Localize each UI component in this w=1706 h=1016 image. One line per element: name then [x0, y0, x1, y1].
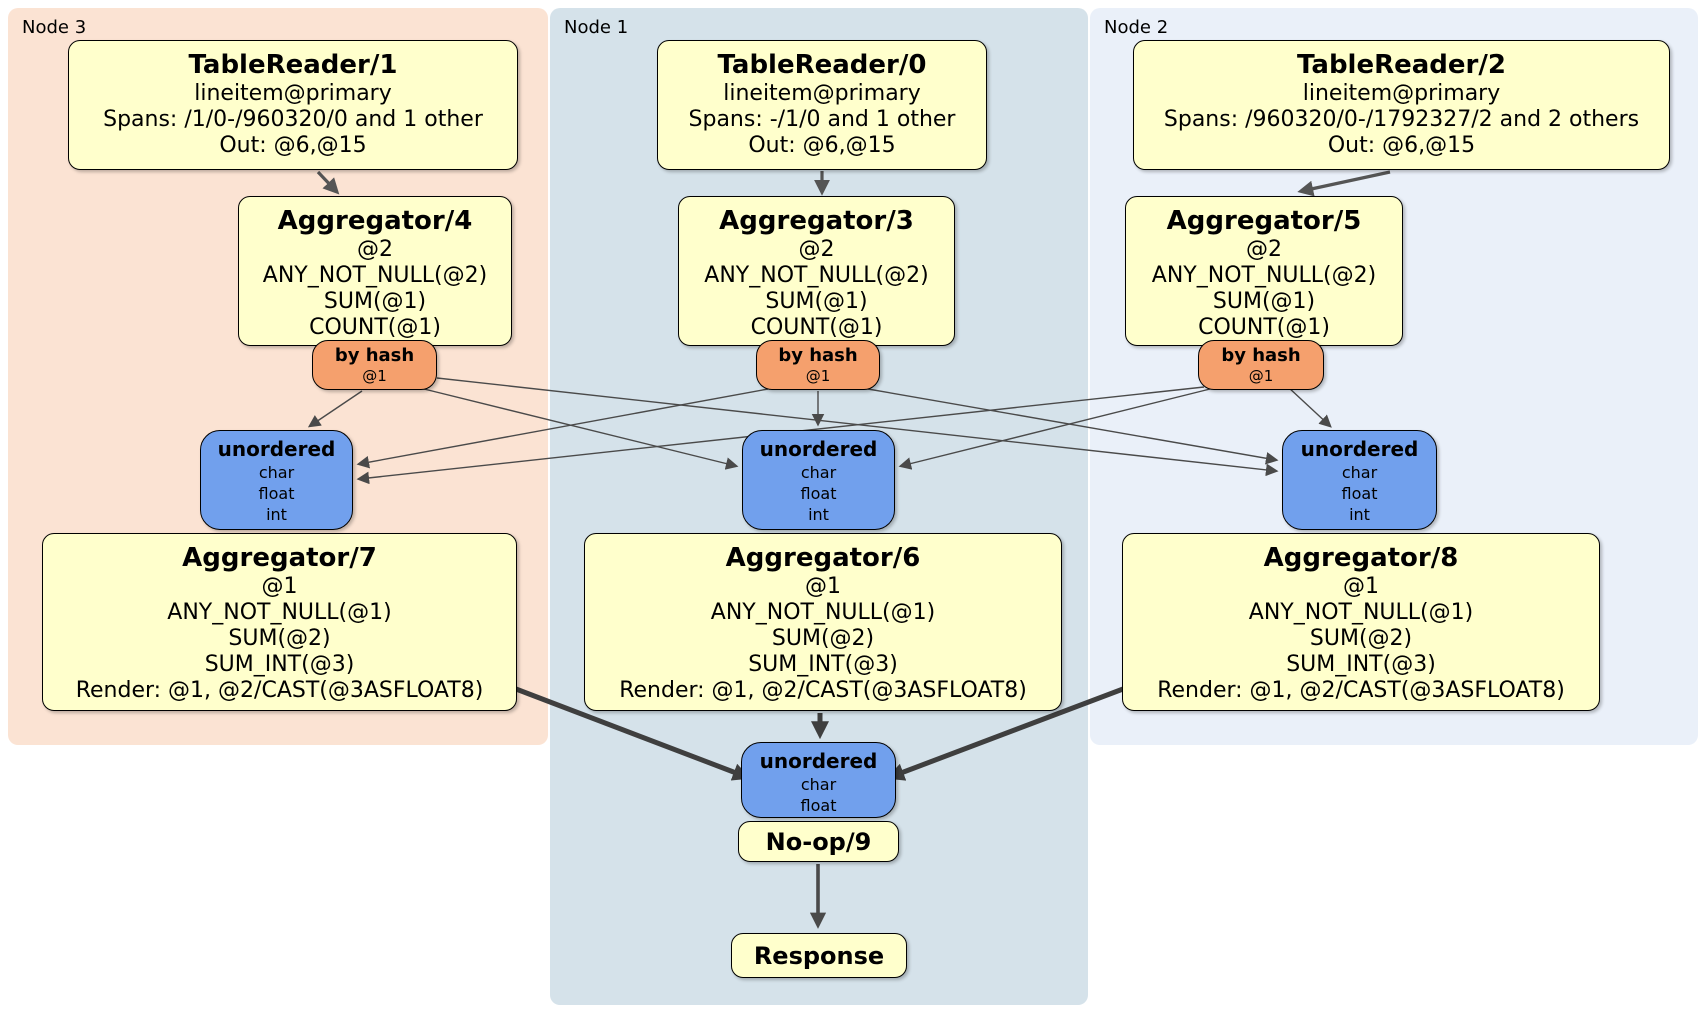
box-title-aggregator-7: Aggregator/7: [182, 543, 377, 573]
box-noop-9: No-op/9: [738, 821, 899, 862]
box-detail-line: COUNT(@1): [1198, 315, 1330, 340]
edge-hashrouter-2-to-sync-2: [1287, 386, 1332, 428]
box-detail-line: ANY_NOT_NULL(@2): [704, 263, 929, 288]
box-title-response: Response: [753, 941, 885, 970]
box-sync-final: unordered char float: [741, 742, 896, 818]
box-detail-line: Spans: -/1/0 and 1 other: [688, 107, 956, 132]
box-detail-line: COUNT(@1): [750, 315, 883, 340]
box-detail-line: Out: @6,@15: [748, 133, 896, 158]
box-title-aggregator-4: Aggregator/4: [277, 206, 473, 236]
edge-aggregator-8-to-sync-final: [886, 686, 1124, 781]
box-title-hashrouter-2: by hash: [1221, 345, 1301, 366]
box-detail-line: float: [800, 796, 837, 815]
box-detail-line: ANY_NOT_NULL(@2): [262, 263, 488, 288]
box-detail-line: char: [800, 775, 837, 794]
edge-hashrouter-3-to-sync-3: [307, 390, 363, 428]
box-detail-line: @1: [805, 574, 841, 599]
box-detail-line: char: [800, 463, 837, 482]
box-detail-line: ANY_NOT_NULL(@1): [1248, 600, 1474, 625]
box-detail-line: Spans: /1/0-/960320/0 and 1 other: [103, 107, 483, 132]
box-detail-line: SUM(@1): [1212, 289, 1316, 314]
box-title-hashrouter-1: by hash: [778, 345, 858, 366]
box-detail-line: SUM_INT(@3): [204, 652, 355, 677]
box-hashrouter-2: by hash@1: [1198, 340, 1324, 390]
box-title-sync-final: unordered: [759, 749, 878, 773]
box-sync-3: unordered char float int: [200, 430, 353, 530]
box-title-hashrouter-3: by hash: [334, 345, 415, 366]
box-hashrouter-1: by hash@1: [756, 340, 880, 390]
box-detail-line: int: [266, 505, 287, 524]
box-detail-line: ANY_NOT_NULL(@1): [710, 600, 936, 625]
box-detail-line: @2: [1246, 237, 1282, 262]
box-detail-line: @1: [261, 574, 298, 599]
box-detail-line: Out: @6,@15: [219, 133, 367, 158]
box-detail-line: SUM_INT(@3): [748, 652, 898, 677]
box-title-aggregator-8: Aggregator/8: [1263, 543, 1459, 573]
box-detail-line: int: [1349, 505, 1370, 524]
box-detail-line: SUM(@1): [765, 289, 868, 314]
box-detail-line: SUM(@2): [228, 626, 331, 651]
box-detail-line: char: [258, 463, 295, 482]
node-label-node1: Node 1: [564, 17, 629, 38]
box-detail-line: SUM(@2): [771, 626, 875, 651]
box-title-sync-1: unordered: [759, 437, 878, 461]
box-detail-line: Render: @1, @2/CAST(@3ASFLOAT8): [75, 678, 484, 703]
box-detail-line: COUNT(@1): [309, 315, 441, 340]
box-detail-line: char: [1341, 463, 1378, 482]
box-title-sync-2: unordered: [1300, 437, 1419, 461]
box-title-aggregator-5: Aggregator/5: [1166, 206, 1362, 236]
box-detail-line: SUM(@1): [323, 289, 427, 314]
edge-tablereader-1-to-aggregator-4: [316, 170, 340, 195]
box-detail-line: SUM_INT(@3): [1286, 652, 1436, 677]
box-title-tablereader-2: TableReader/2: [1297, 50, 1506, 80]
box-detail-line: Spans: /960320/0-/1792327/2 and 2 others: [1163, 107, 1640, 132]
box-detail-line: ANY_NOT_NULL(@1): [167, 600, 392, 625]
box-detail-line: Render: @1, @2/CAST(@3ASFLOAT8): [1157, 678, 1565, 703]
box-detail-line: int: [808, 505, 829, 524]
box-detail-line: float: [800, 484, 837, 503]
box-title-noop-9: No-op/9: [765, 827, 872, 856]
box-detail-line: @1: [1248, 367, 1274, 385]
box-title-sync-3: unordered: [217, 437, 336, 461]
box-detail-line: lineitem@primary: [194, 81, 392, 106]
box-detail-line: Render: @1, @2/CAST(@3ASFLOAT8): [619, 678, 1027, 703]
edge-tablereader-2-to-aggregator-5: [1297, 170, 1391, 197]
box-hashrouter-3: by hash@1: [312, 340, 437, 390]
node-label-node3: Node 3: [22, 17, 87, 38]
box-detail-line: lineitem@primary: [723, 81, 921, 106]
box-detail-line: @2: [357, 237, 393, 262]
edge-hashrouter-1-to-sync-3: [356, 388, 769, 469]
edge-hashrouter-3-to-sync-1: [419, 387, 739, 470]
box-detail-line: SUM(@2): [1309, 626, 1413, 651]
edge-hashrouter-1-to-sync-2: [867, 388, 1279, 465]
edge-hashrouter-2-to-sync-1: [898, 388, 1211, 470]
box-title-tablereader-1: TableReader/1: [188, 50, 398, 80]
box-detail-line: @1: [362, 367, 387, 385]
box-sync-1: unordered char float int: [742, 430, 895, 530]
box-detail-line: lineitem@primary: [1302, 81, 1501, 106]
box-title-aggregator-3: Aggregator/3: [719, 206, 914, 236]
box-response: Response: [731, 933, 907, 978]
box-detail-line: ANY_NOT_NULL(@2): [1151, 263, 1377, 288]
box-detail-line: @2: [798, 237, 835, 262]
box-title-aggregator-6: Aggregator/6: [725, 543, 921, 573]
edge-aggregator-7-to-sync-final: [515, 686, 751, 781]
box-detail-line: float: [258, 484, 295, 503]
box-detail-line: @1: [1343, 574, 1379, 599]
box-title-tablereader-0: TableReader/0: [717, 50, 927, 80]
box-detail-line: Out: @6,@15: [1327, 133, 1476, 158]
node-label-node2: Node 2: [1104, 17, 1169, 38]
box-detail-line: float: [1341, 484, 1378, 503]
box-detail-line: @1: [805, 367, 831, 385]
box-sync-2: unordered char float int: [1282, 430, 1437, 530]
